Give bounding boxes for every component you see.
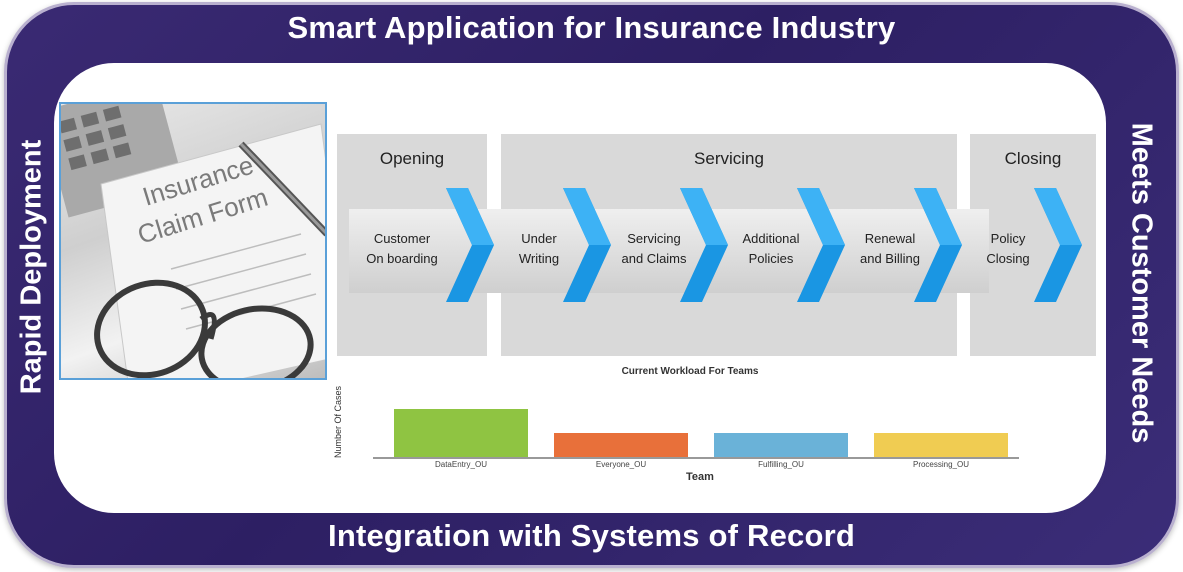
insurance-claim-photo: Insurance Claim Form <box>59 102 327 380</box>
chart-title: Current Workload For Teams <box>621 366 759 377</box>
chevron-arrow-icon <box>797 188 845 302</box>
chevron-arrow-icon <box>446 188 494 302</box>
left-side-title: Rapid Deployment <box>15 139 48 395</box>
claim-form-illustration: Insurance Claim Form <box>61 104 325 378</box>
chart-category-label: Fulfilling_OU <box>758 460 804 469</box>
phase-closing-title: Closing <box>1004 149 1062 168</box>
step-label-line: and Billing <box>860 251 920 266</box>
step-label-line: Closing <box>986 251 1030 266</box>
chart-bar <box>554 433 688 457</box>
chevron-arrow-icon <box>914 188 962 302</box>
chevron-arrow-icon <box>680 188 728 302</box>
step-servicing-and-claims: Servicing and Claims <box>613 229 695 269</box>
step-additional-policies: Additional Policies <box>729 229 813 269</box>
chevron-arrow-icon <box>563 188 611 302</box>
step-renewal-and-billing: Renewal and Billing <box>847 229 933 269</box>
chart-bar <box>394 409 528 457</box>
chart-category-label: DataEntry_OU <box>434 460 488 469</box>
step-label-line: Customer <box>373 231 431 246</box>
step-label-line: Servicing <box>627 231 681 246</box>
chart-category-label: Everyone_OU <box>595 460 647 469</box>
top-banner-title: Smart Application for Insurance Industry <box>287 10 896 45</box>
phase-servicing-title: Servicing <box>694 149 764 168</box>
chart-baseline <box>373 457 1019 459</box>
chart-x-axis-label: Team <box>686 471 714 483</box>
step-label-line: Policy <box>990 231 1026 246</box>
step-label-line: and Claims <box>621 251 687 266</box>
chart-bar <box>874 433 1008 457</box>
bottom-banner-title: Integration with Systems of Record <box>328 518 855 553</box>
chart-category-label: Processing_OU <box>912 460 970 469</box>
step-label-line: Renewal <box>864 231 916 246</box>
phase-opening-title: Opening <box>379 149 445 168</box>
right-side-title: Meets Customer Needs <box>1125 122 1158 444</box>
chart-y-axis-label: Number Of Cases <box>333 385 343 459</box>
step-customer-onboarding: Customer On boarding <box>352 229 452 269</box>
step-under-writing: Under Writing <box>498 229 580 269</box>
step-label-line: Under <box>521 231 557 246</box>
process-band <box>349 209 989 293</box>
step-label-line: Policies <box>748 251 794 266</box>
step-policy-closing: Policy Closing <box>968 229 1048 269</box>
chevron-arrow-icon <box>1034 188 1082 302</box>
step-label-line: Writing <box>518 251 560 266</box>
chart-bar <box>714 433 848 457</box>
step-label-line: On boarding <box>366 251 438 266</box>
step-label-line: Additional <box>742 231 800 246</box>
